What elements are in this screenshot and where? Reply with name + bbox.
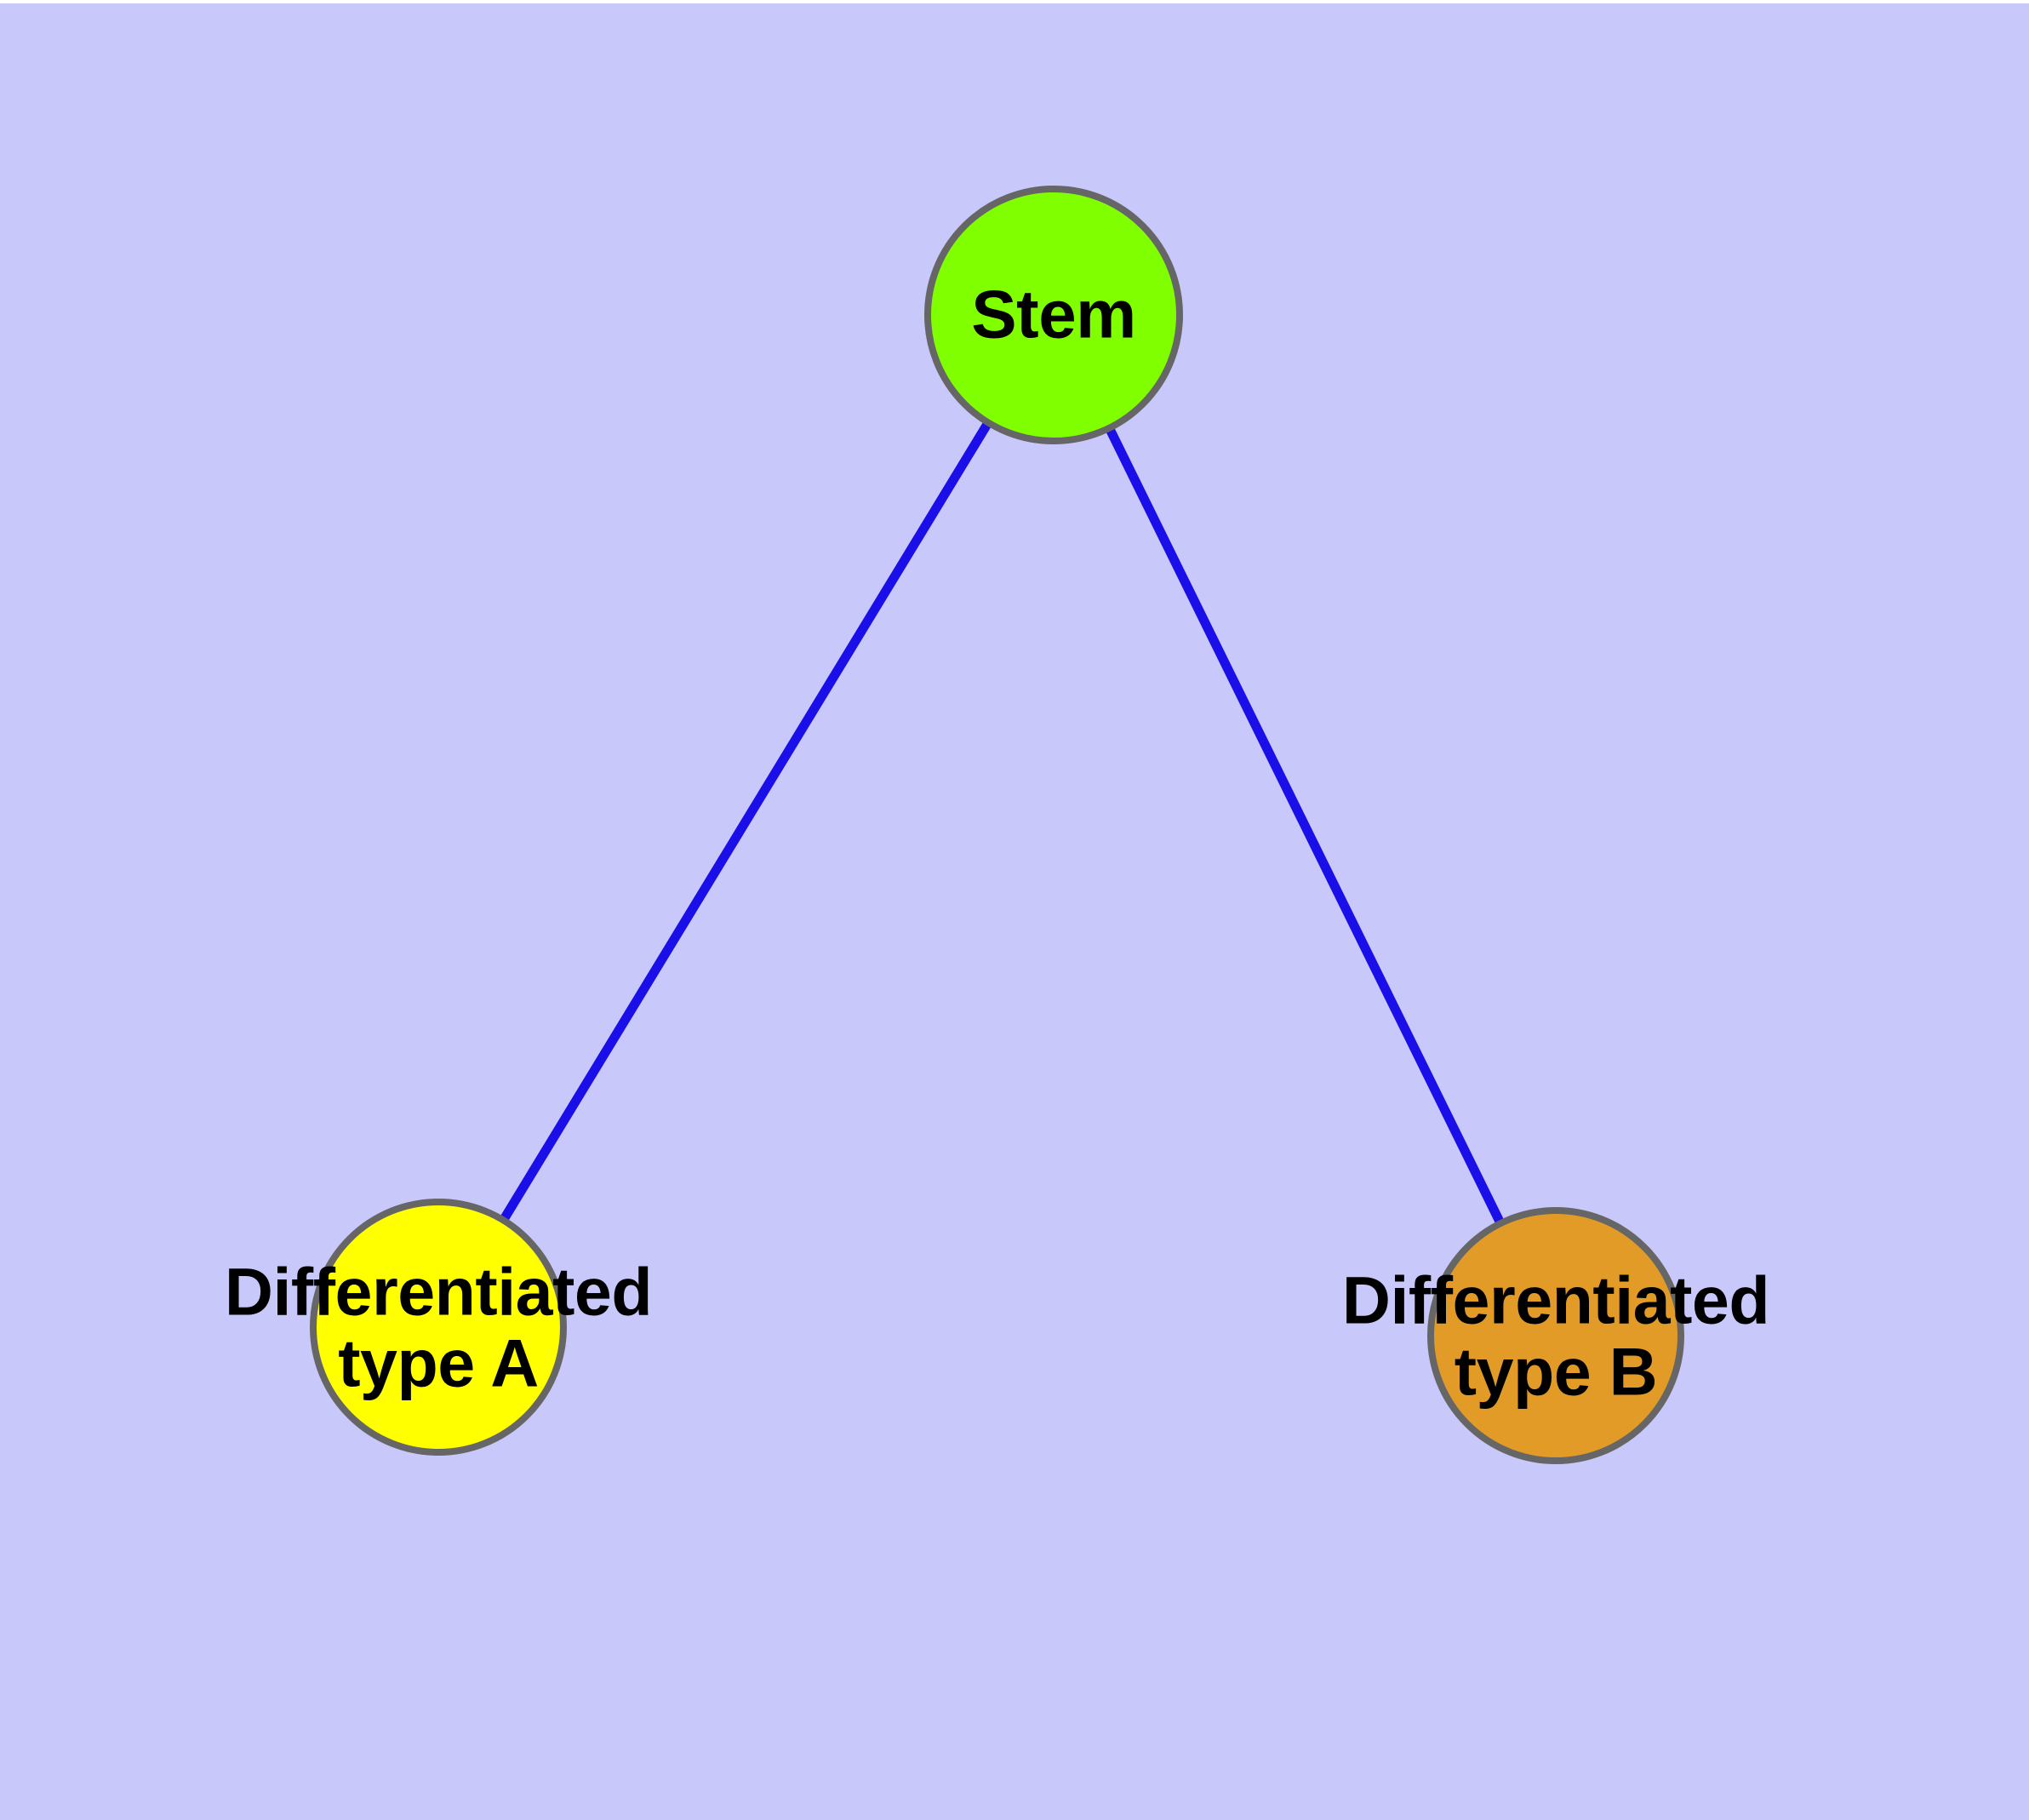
node-stem[interactable] — [924, 186, 1183, 444]
edge-stem-to-differentiated-type-a[interactable] — [498, 418, 993, 1224]
edge-stem-to-differentiated-type-b[interactable] — [1104, 424, 1506, 1228]
node-layer — [310, 186, 1684, 1464]
edge-layer — [498, 418, 1506, 1228]
node-differentiated-type-b[interactable] — [1427, 1207, 1684, 1464]
node-differentiated-type-a[interactable] — [310, 1199, 567, 1456]
